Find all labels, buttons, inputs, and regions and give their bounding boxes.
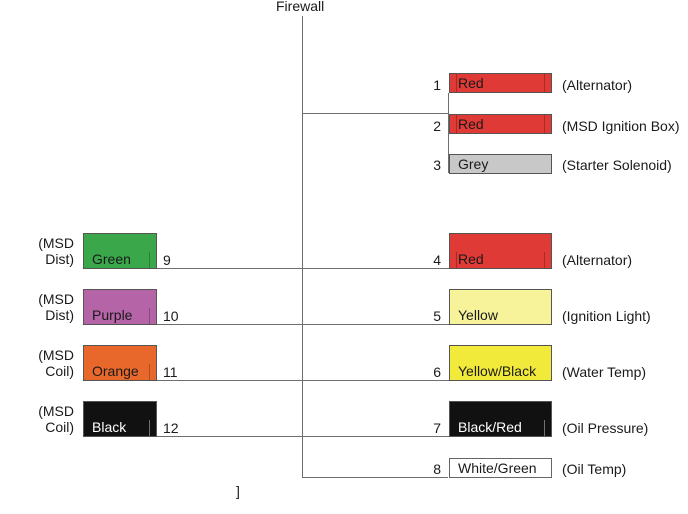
wire-number: 5 — [433, 308, 441, 324]
wire-number: 7 — [433, 420, 441, 436]
wire-description: (Alternator) — [562, 77, 633, 93]
wire-color-swatch: Red — [449, 233, 552, 269]
diagram-title: Firewall — [276, 0, 325, 14]
wire-color-swatch: Grey — [449, 154, 552, 174]
wire-description: (Water Temp) — [562, 364, 647, 380]
wire-color-label: White/Green — [458, 460, 537, 476]
wire-color-label: Black — [92, 419, 127, 435]
wire-description: (MSD Ignition Box) — [562, 118, 680, 134]
wire-color-swatch: Orange — [83, 345, 157, 381]
wire-number: 10 — [163, 308, 179, 324]
wire-description: (Oil Pressure) — [562, 420, 649, 436]
wire-color-label: Black/Red — [458, 419, 522, 435]
wire-description: (Starter Solenoid) — [562, 157, 672, 173]
row-line-4-9 — [83, 268, 552, 269]
wire-color-label: Yellow — [458, 307, 498, 323]
wire-color-swatch: Black — [83, 401, 157, 437]
wire-description: (Oil Temp) — [562, 461, 627, 477]
wire-color-label: Red — [458, 251, 484, 267]
wire-color-label: Yellow/Black — [458, 363, 537, 379]
wire-color-label: Grey — [458, 156, 489, 172]
wire-color-label: Orange — [92, 363, 139, 379]
wire-color-swatch: Yellow/Black — [449, 345, 552, 381]
wire-color-swatch: Red — [449, 114, 552, 134]
upper-bus-line — [448, 93, 449, 173]
stray-bracket-mark: ] — [236, 483, 240, 499]
row-line-7-12 — [83, 436, 552, 437]
row-line-5-10 — [83, 324, 552, 325]
wire-number: 11 — [163, 364, 178, 380]
wire-color-label: Purple — [92, 307, 133, 323]
row-line-6-11 — [83, 380, 552, 381]
wire-number: 4 — [433, 252, 441, 268]
wire-number: 1 — [433, 77, 441, 93]
wire-number: 12 — [163, 420, 179, 436]
upper-branch-line — [302, 113, 449, 114]
wire-color-label: Green — [92, 251, 131, 267]
wire-color-swatch: Green — [83, 233, 157, 269]
wire-color-label: Red — [458, 75, 484, 91]
wire-color-swatch: Purple — [83, 289, 157, 325]
wire-number: 8 — [433, 461, 441, 477]
wire-color-swatch: Black/Red — [449, 401, 552, 437]
wire-color-swatch: Red — [449, 73, 552, 93]
wire-description: (Ignition Light) — [562, 308, 651, 324]
wire-color-label: Red — [458, 116, 484, 132]
firewall-trunk-line — [302, 16, 303, 477]
wire-color-swatch: Yellow — [449, 289, 552, 325]
wire-number: 6 — [433, 364, 441, 380]
wire-description: (Alternator) — [562, 252, 633, 268]
wire-number: 3 — [433, 157, 441, 173]
wire-color-swatch: White/Green — [449, 458, 552, 478]
wire-number: 9 — [163, 252, 171, 268]
wire-number: 2 — [433, 118, 441, 134]
row-line-8 — [302, 477, 448, 478]
